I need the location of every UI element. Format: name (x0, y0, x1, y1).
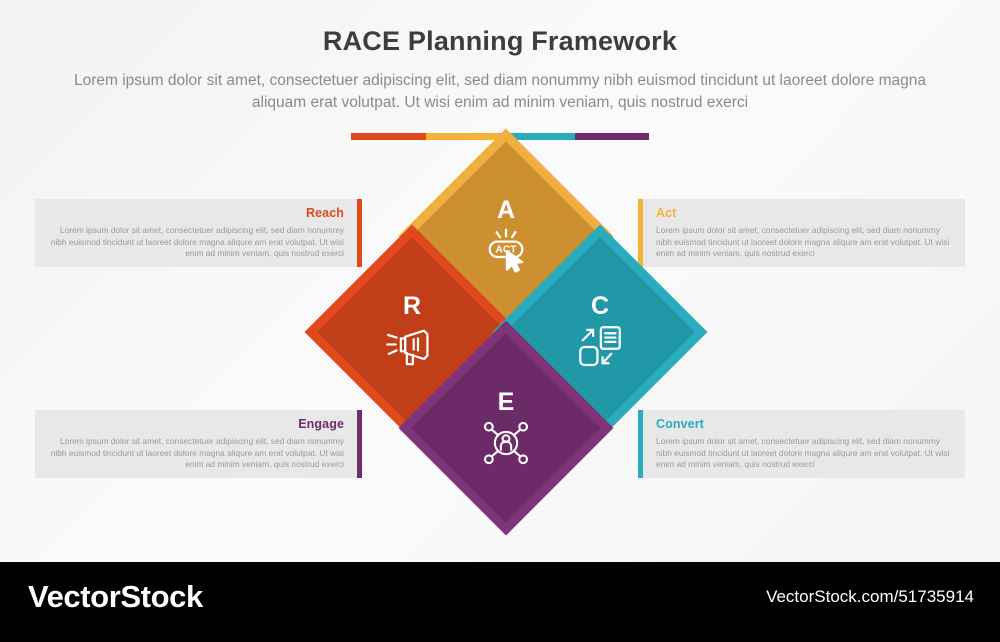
race-diamond-cluster: A ACT R (304, 128, 708, 536)
diamond-reach[interactable]: R (304, 224, 520, 440)
diamond-letter-convert: C (590, 291, 610, 320)
card-reach[interactable]: Reach Lorem ipsum dolor sit amet, consec… (35, 199, 362, 267)
diamond-letter-act: A (496, 195, 516, 224)
card-heading-convert: Convert (656, 417, 704, 432)
act-click-button-icon: ACT (488, 227, 524, 273)
card-text-act: Lorem ipsum dolor sit amet, consectetuer… (656, 225, 950, 259)
stock-url: VectorStock.com/51735914 (766, 587, 974, 606)
card-text-engage: Lorem ipsum dolor sit amet, consectetuer… (50, 436, 344, 470)
card-accent-bar-convert (638, 410, 643, 478)
accent-segment-reach (351, 133, 426, 140)
diamond-letter-engage: E (497, 387, 515, 416)
card-engage[interactable]: Engage Lorem ipsum dolor sit amet, conse… (35, 410, 362, 478)
page-title: RACE Planning Framework (322, 26, 678, 56)
megaphone-icon (386, 329, 429, 365)
card-accent-bar-act (638, 199, 643, 267)
document-transfer-icon (579, 325, 621, 366)
card-text-reach: Lorem ipsum dolor sit amet, consectetuer… (50, 225, 344, 259)
card-convert[interactable]: Convert Lorem ipsum dolor sit amet, cons… (638, 410, 965, 478)
card-heading-act: Act (656, 206, 677, 221)
card-text-convert: Lorem ipsum dolor sit amet, consectetuer… (656, 436, 950, 470)
accent-rule (351, 133, 649, 140)
card-accent-bar-engage (357, 410, 362, 478)
card-act[interactable]: Act Lorem ipsum dolor sit amet, consecte… (638, 199, 965, 267)
accent-segment-engage (574, 133, 649, 140)
accent-segment-convert (500, 133, 575, 140)
diamond-act[interactable]: A ACT (398, 128, 614, 344)
page-subtitle: Lorem ipsum dolor sit amet, consectetuer… (73, 72, 927, 111)
user-network-icon (483, 421, 529, 464)
diamond-convert[interactable]: C (492, 224, 708, 440)
diamond-letter-reach: R (402, 291, 422, 320)
card-heading-reach: Reach (305, 206, 344, 221)
footer-bar: VectorStock VectorStock.com/51735914 (0, 562, 1000, 642)
diamond-engage[interactable]: E (398, 320, 614, 536)
card-heading-engage: Engage (298, 417, 344, 432)
accent-segment-act (425, 133, 500, 140)
brand-logo: VectorStock (28, 579, 203, 614)
card-accent-bar-reach (357, 199, 362, 267)
